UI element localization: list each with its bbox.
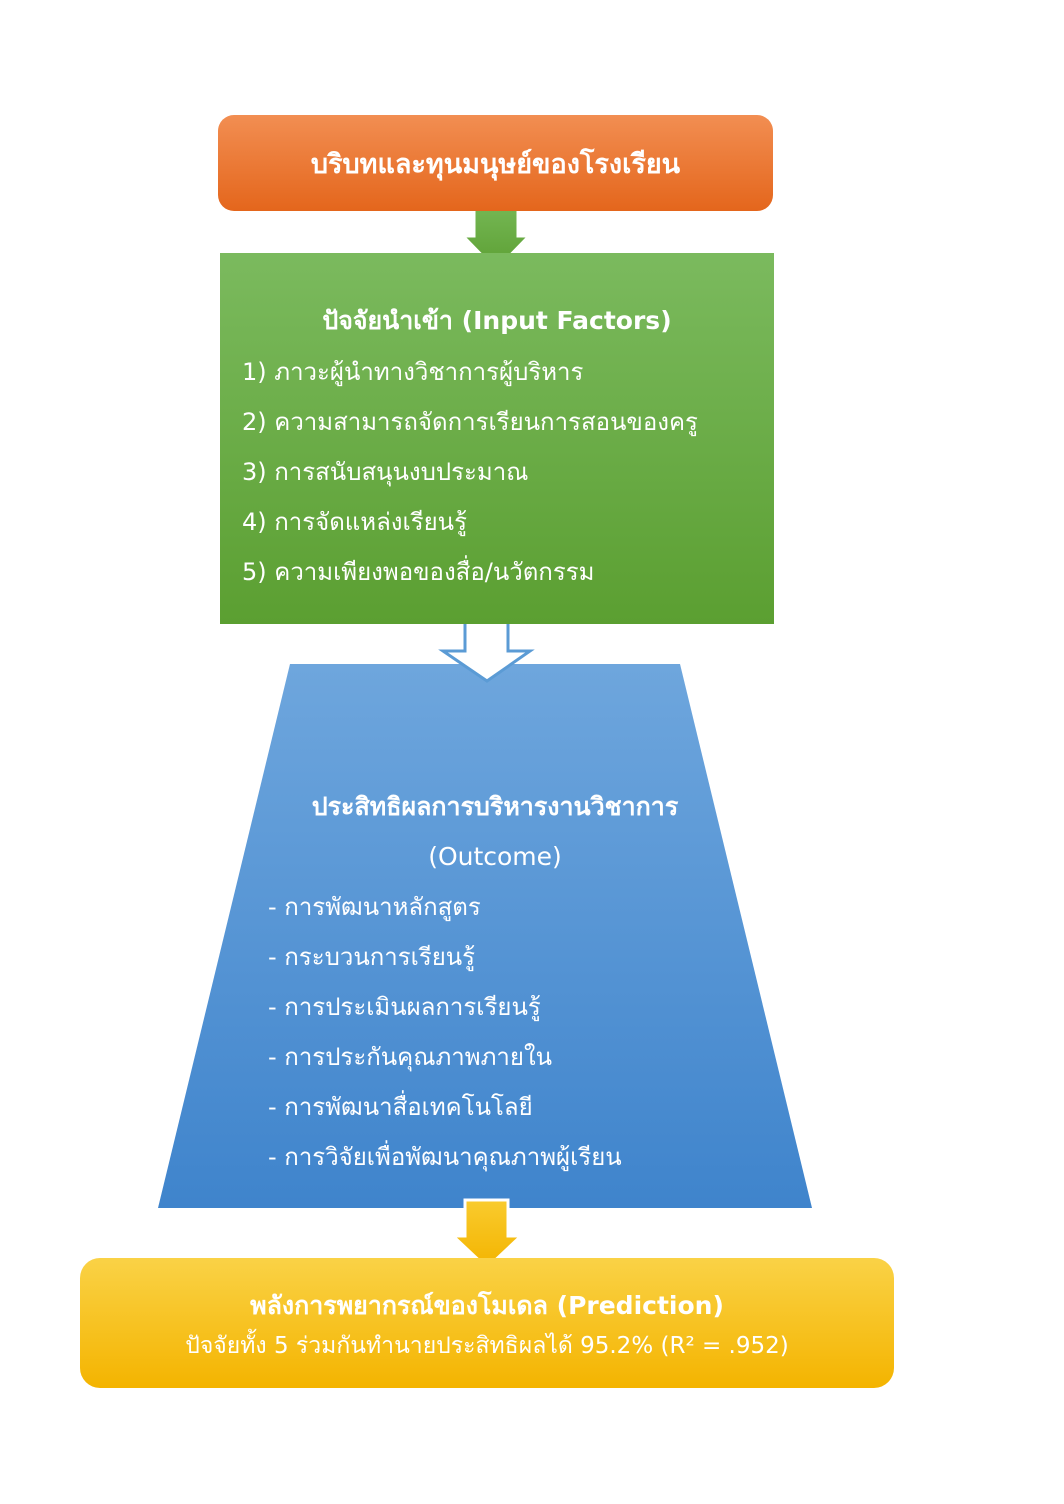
input-factor-item: 1) ภาวะผู้นำทางวิชาการผู้บริหาร (242, 358, 584, 386)
outcome-item: - การพัฒนาสื่อเทคโนโลยี (268, 1093, 533, 1121)
prediction-title: พลังการพยากรณ์ของโมเดล (Prediction) (250, 1291, 724, 1320)
input-factor-item: 2) ความสามารถจัดการเรียนการสอนของครู (242, 408, 698, 436)
outcome-item: - การวิจัยเพื่อพัฒนาคุณภาพผู้เรียน (268, 1143, 622, 1171)
outcome-item: - กระบวนการเรียนรู้ (268, 943, 476, 971)
input-factors-box: ปัจจัยนำเข้า (Input Factors) 1) ภาวะผู้น… (220, 253, 774, 624)
prediction-box: พลังการพยากรณ์ของโมเดล (Prediction) ปัจจ… (80, 1258, 894, 1388)
context-box: บริบทและทุนมนุษย์ของโรงเรียน (218, 115, 773, 211)
outcome-item: - การประเมินผลการเรียนรู้ (268, 993, 541, 1021)
outcome-item: - การพัฒนาหลักสูตร (268, 893, 481, 921)
outcome-box: ประสิทธิผลการบริหารงานวิชาการ (Outcome) … (250, 782, 740, 1182)
input-factors-title: ปัจจัยนำเข้า (Input Factors) (322, 306, 672, 335)
prediction-subtitle: ปัจจัยทั้ง 5 ร่วมกันทำนายประสิทธิผลได้ 9… (185, 1333, 789, 1359)
outcome-trapezoid (158, 664, 812, 1208)
input-factor-item: 4) การจัดแหล่งเรียนรู้ (242, 508, 467, 536)
outcome-item: - การประกันคุณภาพภายใน (268, 1043, 553, 1071)
outcome-subtitle: (Outcome) (428, 842, 562, 871)
outcome-title: ประสิทธิผลการบริหารงานวิชาการ (311, 792, 679, 821)
arrow-down-icon (438, 619, 535, 683)
input-factor-item: 3) การสนับสนุนงบประมาณ (242, 458, 529, 486)
arrow-down-icon (449, 1198, 525, 1271)
input-factor-item: 5) ความเพียงพอของสื่อ/นวัตกรรม (242, 558, 595, 586)
context-label: บริบทและทุนมนุษย์ของโรงเรียน (310, 148, 681, 180)
